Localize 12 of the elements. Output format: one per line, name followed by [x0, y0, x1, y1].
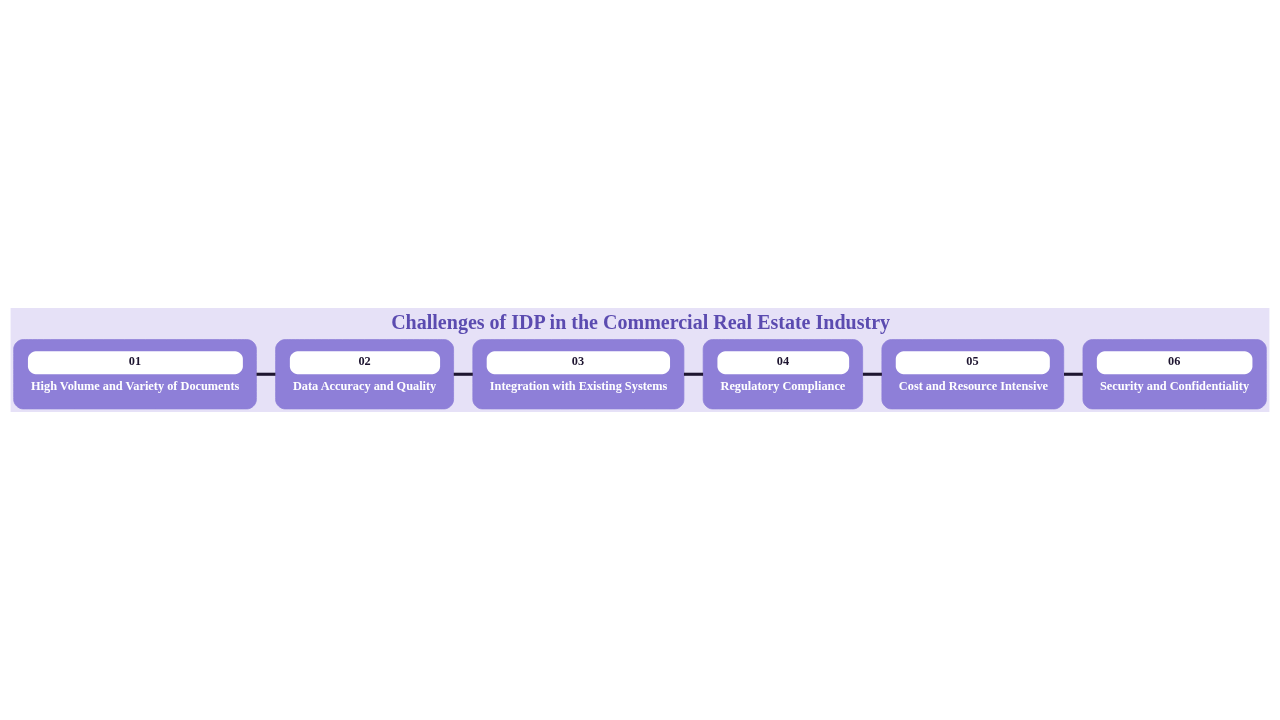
- node-box: 01 High Volume and Variety of Documents: [13, 339, 257, 410]
- connector: [453, 372, 473, 376]
- connector: [862, 372, 882, 376]
- node-box: 05 Cost and Resource Intensive: [881, 339, 1065, 410]
- node-box: 02 Data Accuracy and Quality: [275, 339, 454, 410]
- node-box: 04 Regulatory Compliance: [702, 339, 864, 410]
- connector: [683, 372, 704, 376]
- connector: [1063, 372, 1083, 376]
- node-box: 06 Security and Confidentiality: [1082, 339, 1267, 410]
- diagram-title: Challenges of IDP in the Commercial Real Estate Industry: [391, 311, 891, 334]
- connector: [256, 372, 276, 376]
- node-box: 03 Integration with Existing Systems: [472, 339, 685, 410]
